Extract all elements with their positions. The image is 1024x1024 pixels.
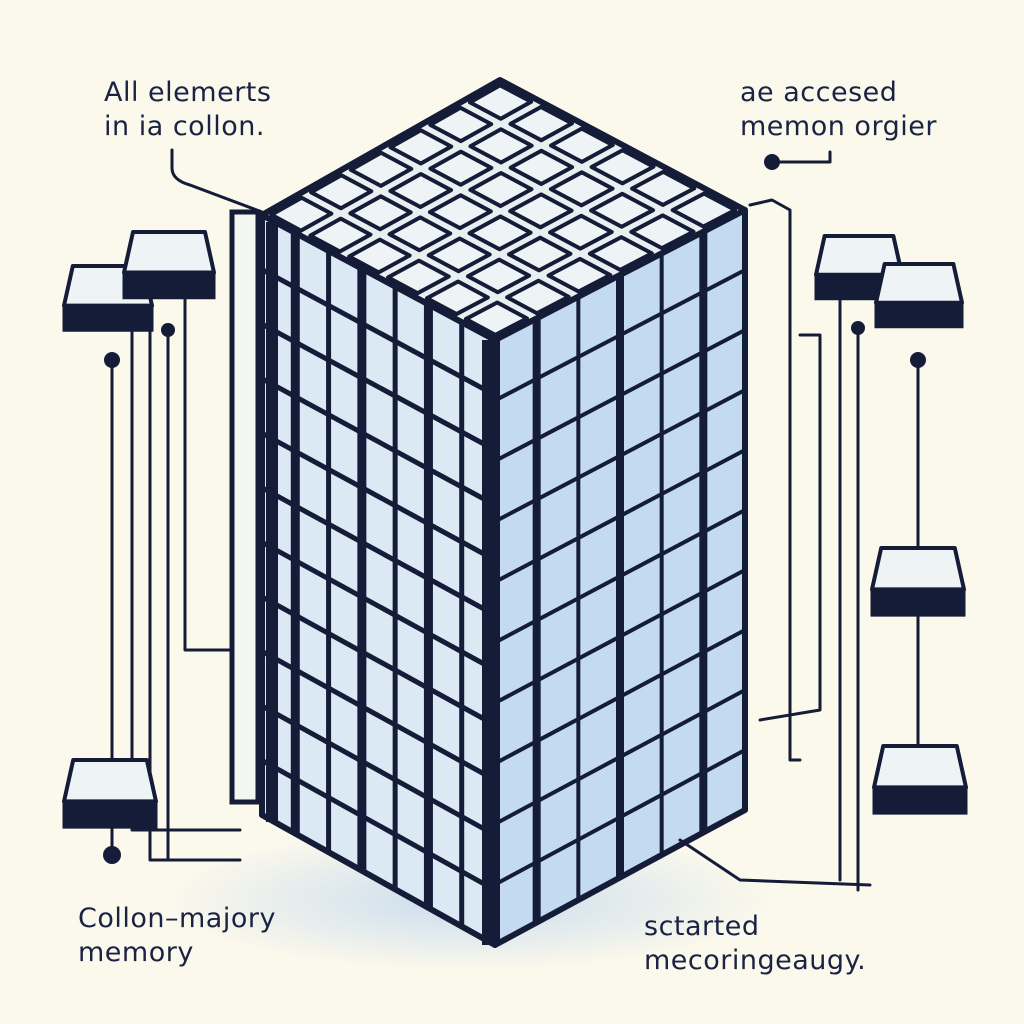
left-face-rows [260,267,497,893]
top-cell [468,127,534,165]
top-cell [428,149,494,187]
cube-top [870,546,966,592]
top-cell [348,150,414,188]
top-cell [549,126,615,164]
row-divider [494,388,746,524]
top-cell [427,193,493,231]
top-cell [467,83,534,121]
label-line: memon orgier [740,111,937,142]
row-divider [494,688,746,826]
top-cell [508,192,574,230]
top-cell [463,300,529,337]
row-divider [494,328,746,463]
row-divider [260,267,497,398]
top-cell [388,171,454,210]
row-divider [260,594,497,728]
memory-cell-cube [62,758,158,829]
row-divider [260,485,497,618]
top-cell [546,256,613,294]
row-divider [260,703,497,838]
row-divider [260,321,497,453]
top-cell [467,214,533,252]
block-top-face [259,77,748,343]
label-line: memory [78,937,194,968]
top-cell [589,191,656,229]
top-cell [308,216,373,254]
top-cell [424,279,490,317]
top-cell [386,258,451,296]
corner-pillar [482,340,500,945]
label-line: sctarted [644,911,760,942]
connector-lines [110,148,920,892]
top-cell [505,278,571,316]
connector-dots [103,154,926,864]
label-all-elements: All elemerts in ia collon. [104,76,271,144]
label-line: mecoringeaugy. [644,945,867,976]
label-scattered-memory: sctarted mecoringeaugy. [644,910,866,978]
memory-block [229,77,748,948]
left-slab-dark [266,222,278,822]
cube-top [874,262,964,305]
memory-cell-cube [122,230,216,300]
left-face-columns [290,232,465,927]
top-cell [468,171,534,209]
right-face-rows [494,268,746,887]
row-divider [260,649,497,783]
top-cell [508,148,575,186]
left-slab [229,209,261,805]
label-line: ae accesed [740,77,898,108]
top-cell [428,105,494,144]
top-cell [587,235,654,272]
cube-top [872,744,968,790]
top-cell [548,170,615,208]
top-cell [548,213,614,251]
memory-cell-cube [874,262,964,329]
top-cell [506,235,573,273]
label-line: All elemerts [104,77,272,108]
memory-cell-cube [872,744,968,815]
row-divider [260,758,497,893]
top-cell [589,148,656,186]
cube-top [122,230,216,275]
side-cubes [62,230,968,829]
row-divider [494,568,746,705]
top-cell [629,213,696,251]
row-divider [494,508,746,645]
top-cell [309,173,374,211]
top-face-cells [269,83,738,337]
row-divider [494,628,746,766]
row-divider [260,430,497,563]
top-cell [426,236,492,274]
top-cell [630,169,697,207]
row-divider [494,748,746,887]
top-cell [670,191,738,229]
row-divider [260,540,497,673]
top-cell [348,194,413,232]
label-column-major-memory: Collon–majory memory [78,902,276,970]
label-accessed-memory: ae accesed memon orgier [740,76,937,144]
row-divider [494,448,746,584]
row-divider [260,376,497,508]
top-cell [388,128,454,166]
top-cell [387,215,453,253]
row-divider [494,268,746,403]
label-line: Collon–majory [78,903,276,934]
top-cell [465,257,532,295]
top-cell [269,195,334,233]
top-cell [347,237,412,275]
label-line: in ia collon. [104,111,265,142]
top-cell [508,104,574,143]
cube-top [62,758,158,804]
memory-cell-cube [870,546,966,617]
